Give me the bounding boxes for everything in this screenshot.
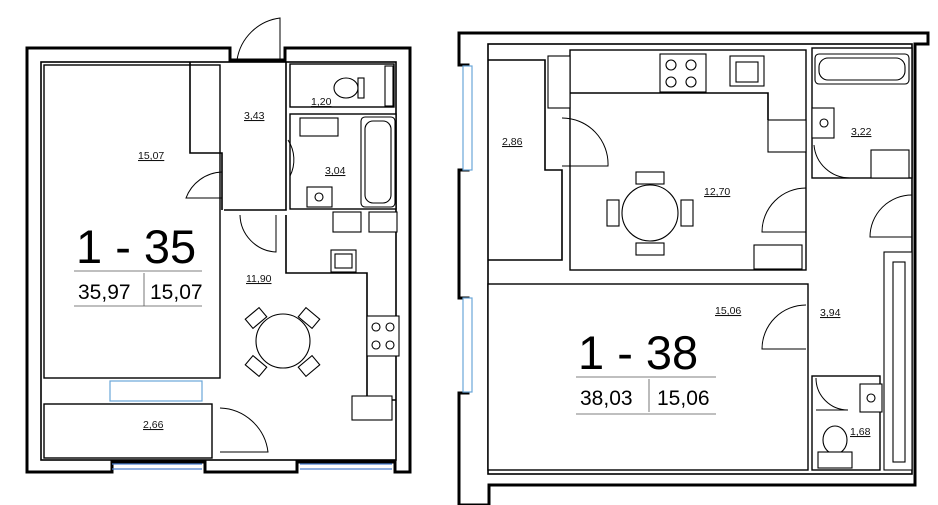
- window-living: [462, 297, 473, 393]
- balcony-door-icon: [219, 407, 269, 453]
- balcony: [43, 403, 213, 459]
- area-balcony: 2,66: [143, 419, 164, 431]
- area-hall: 3,43: [244, 110, 265, 122]
- kitchen-door-icon: [239, 214, 277, 253]
- dining-table-icon: [606, 171, 694, 256]
- corridor-partition: [488, 59, 563, 261]
- plan-1-38: 2,86 12,70 3,22 15,06 3,94 1,68 1 - 38 3…: [457, 31, 930, 505]
- hall-partition: [189, 62, 223, 210]
- vent-kitchen: [753, 244, 803, 270]
- kitchen-door-icon: [761, 187, 807, 233]
- total-area: 38,03: [580, 387, 633, 410]
- kitchen-cabinet: [547, 55, 571, 109]
- vent-right: [368, 211, 398, 233]
- area-kitchen: 12,70: [704, 186, 730, 198]
- living-area: 15,06: [657, 387, 710, 410]
- corridor-door-icon: [561, 117, 609, 167]
- area-bath: 3,04: [325, 165, 346, 177]
- vent-left: [332, 211, 362, 233]
- wc-door-icon: [815, 377, 849, 411]
- area-corridor: 2,86: [502, 136, 523, 148]
- living-door-icon: [761, 304, 807, 350]
- stove-icon: [659, 53, 707, 93]
- bath-door-icon: [813, 144, 851, 179]
- washer-icon: [870, 149, 910, 179]
- dining-table-icon: [244, 306, 321, 378]
- living-door-icon: [185, 171, 223, 199]
- toilet-icon: [822, 425, 848, 455]
- plan-code: 1 - 35: [76, 220, 196, 273]
- area-wc: 1,20: [311, 96, 332, 108]
- stove-icon: [366, 315, 400, 357]
- plan-code: 1 - 38: [578, 326, 698, 379]
- inner-outline: [40, 61, 397, 461]
- fridge-icon: [351, 395, 393, 421]
- hall-door-icon: [869, 194, 913, 238]
- window-kitchen: [462, 65, 473, 171]
- toilet-icon: [333, 77, 359, 99]
- area-bath: 3,22: [851, 126, 872, 138]
- area-living: 15,07: [138, 150, 164, 162]
- area-kitchen: 11,90: [246, 273, 272, 285]
- hall-boundary: [224, 62, 287, 211]
- entrance-door-icon: [236, 17, 281, 61]
- wc-cabinet-icon: [384, 65, 394, 107]
- area-wc: 1,68: [850, 426, 871, 438]
- bath-door-icon: [287, 139, 295, 177]
- window-living: [109, 380, 203, 402]
- area-hall: 3,94: [820, 307, 841, 319]
- total-area: 35,97: [78, 281, 131, 304]
- plan-1-35: 15,07 3,43 1,20 3,04 11,90 2,66 1 - 35 3…: [25, 17, 412, 474]
- area-living: 15,06: [715, 305, 741, 317]
- living-area: 15,07: [150, 281, 203, 304]
- fridge-icon: [767, 119, 807, 153]
- washer-icon: [299, 117, 339, 137]
